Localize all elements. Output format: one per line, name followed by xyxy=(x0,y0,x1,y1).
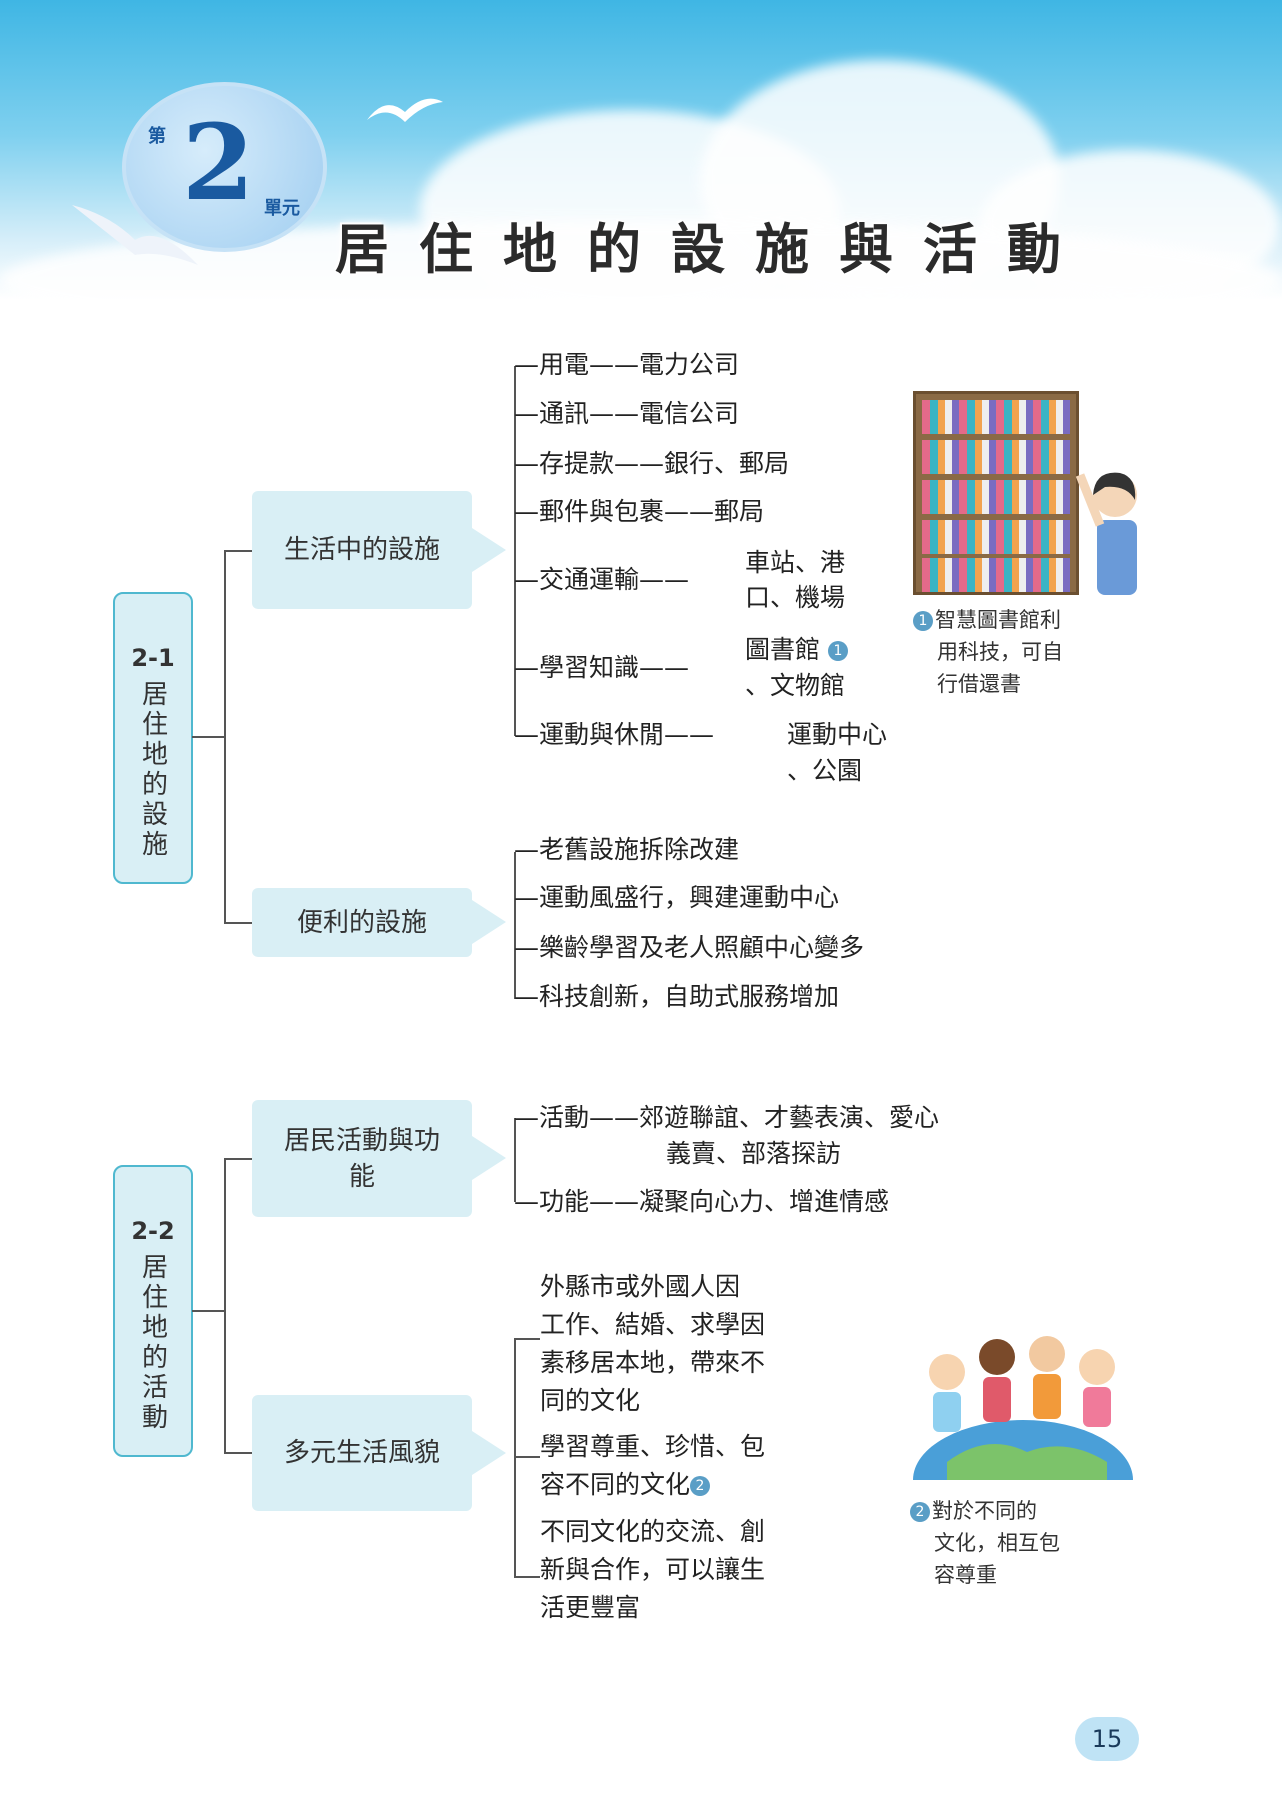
unit-prefix: 第 xyxy=(148,126,166,147)
seagull-icon xyxy=(72,205,198,265)
convenience-item: —樂齡學習及老人照顧中心變多 xyxy=(514,933,865,962)
boy-illustration xyxy=(1075,472,1137,595)
diverse-paragraph: 外縣市或外國人因工作、結婚、求學因素移居本地，帶來不同的文化 xyxy=(540,1272,766,1415)
connector xyxy=(514,1576,540,1578)
convenience-item: —科技創新，自助式服務增加 xyxy=(514,982,840,1011)
facility-item: —郵件與包裹——郵局 xyxy=(514,497,765,526)
activity-item-cont: 義賣、部落探訪 xyxy=(666,1139,842,1168)
bracket-line xyxy=(514,366,516,736)
facility-item: —用電——電力公司 xyxy=(514,350,740,379)
facility-item: —存提款——銀行、郵局 xyxy=(514,449,790,478)
connector xyxy=(224,1158,226,1454)
facility-item: —學習知識—— xyxy=(514,653,690,682)
facility-value: 運動中心 xyxy=(787,720,888,749)
bracket-line xyxy=(514,852,516,999)
connector xyxy=(192,736,224,738)
activity-item: —活動——郊遊聯誼、才藝表演、愛心 xyxy=(514,1103,940,1132)
note-marker: 1 xyxy=(827,641,848,661)
arrow-icon xyxy=(472,900,506,944)
unit-suffix: 單元 xyxy=(264,198,300,219)
note-marker: 1 xyxy=(913,611,933,631)
page-number: 15 xyxy=(1075,1717,1139,1761)
facility-item: —通訊——電信公司 xyxy=(514,399,740,428)
topic-daily-facilities: 生活中的設施 xyxy=(252,491,472,609)
facility-item: —運動與休閒—— xyxy=(514,720,715,749)
section-2-1: 2-1 居住地的設施 xyxy=(113,592,193,884)
topic-resident-activities: 居民活動與功能 xyxy=(252,1100,472,1217)
section-code: 2-2 xyxy=(131,1217,175,1245)
bracket-line xyxy=(514,1338,516,1578)
convenience-item: —運動風盛行，興建運動中心 xyxy=(514,883,840,912)
connector xyxy=(224,550,252,552)
section-code: 2-1 xyxy=(131,644,175,672)
note-marker: 2 xyxy=(910,1502,930,1522)
facility-value: 口、機場 xyxy=(745,583,846,612)
connector xyxy=(224,1158,252,1160)
arrow-icon xyxy=(472,528,506,572)
facility-value: 、文物館 xyxy=(745,671,846,700)
connector xyxy=(224,550,226,924)
topic-diverse-life: 多元生活風貌 xyxy=(252,1395,472,1511)
children-globe-illustration xyxy=(913,1336,1133,1480)
unit-number: 2 xyxy=(182,101,255,224)
connector xyxy=(514,1456,540,1458)
unit-badge: 第 2 單元 xyxy=(122,82,327,252)
note-marker: 2 xyxy=(690,1476,711,1496)
seagull-icon xyxy=(367,98,443,122)
section-title: 居住地的設施 xyxy=(137,680,168,860)
arrow-icon xyxy=(472,1431,506,1475)
bracket-line xyxy=(514,1118,516,1202)
facility-item: —交通運輸—— xyxy=(514,565,690,594)
arrow-icon xyxy=(472,1136,506,1180)
facility-value: 圖書館 1 xyxy=(745,632,850,668)
library-bookshelf-illustration xyxy=(913,391,1079,595)
connector xyxy=(514,1338,540,1340)
diverse-paragraph: 不同文化的交流、創新與合作，可以讓生活更豐富 xyxy=(540,1517,766,1622)
section-title: 居住地的活動 xyxy=(137,1253,168,1433)
function-item: —功能——凝聚向心力、增進情感 xyxy=(514,1187,890,1216)
section-2-2: 2-2 居住地的活動 xyxy=(113,1165,193,1457)
page-title: 居住地的設施與活動 xyxy=(335,218,1091,281)
topic-convenient-facilities: 便利的設施 xyxy=(252,888,472,957)
connector xyxy=(224,1452,252,1454)
convenience-item: —老舊設施拆除改建 xyxy=(514,835,740,864)
header-banner: 第 2 單元 居住地的設施與活動 xyxy=(0,0,1282,300)
facility-value: 、公園 xyxy=(787,756,863,785)
connector xyxy=(192,1310,224,1312)
connector xyxy=(224,922,252,924)
facility-value: 車站、港 xyxy=(745,548,846,577)
